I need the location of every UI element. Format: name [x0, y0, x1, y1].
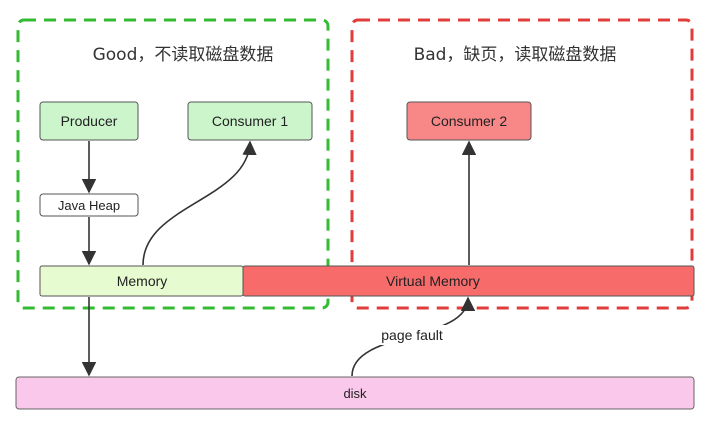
bad-region-border: [350, 18, 694, 310]
memory-label: Memory: [117, 273, 168, 289]
page-fault-label-bg: [370, 325, 454, 345]
disk-box: [15, 376, 695, 410]
memory-box: [39, 265, 244, 297]
good-region-title: Good，不读取磁盘数据: [93, 45, 274, 65]
virtual-memory-label: Virtual Memory: [386, 273, 480, 289]
good-region-border: [16, 18, 330, 310]
java-heap-label: Java Heap: [58, 198, 120, 213]
producer-box: [39, 101, 139, 141]
consumer1-label: Consumer 1: [212, 113, 288, 129]
producer-label: Producer: [61, 113, 118, 129]
java-heap-box: [39, 193, 139, 217]
arrow-memory-to-consumer1: [142, 140, 257, 266]
consumer2-label: Consumer 2: [431, 113, 507, 129]
page-fault-label: page fault: [381, 327, 443, 343]
bad-region-title: Bad，缺页，读取磁盘数据: [414, 45, 617, 65]
consumer1-box: [187, 101, 313, 141]
disk-label: disk: [343, 386, 367, 401]
consumer2-box: [406, 101, 532, 141]
